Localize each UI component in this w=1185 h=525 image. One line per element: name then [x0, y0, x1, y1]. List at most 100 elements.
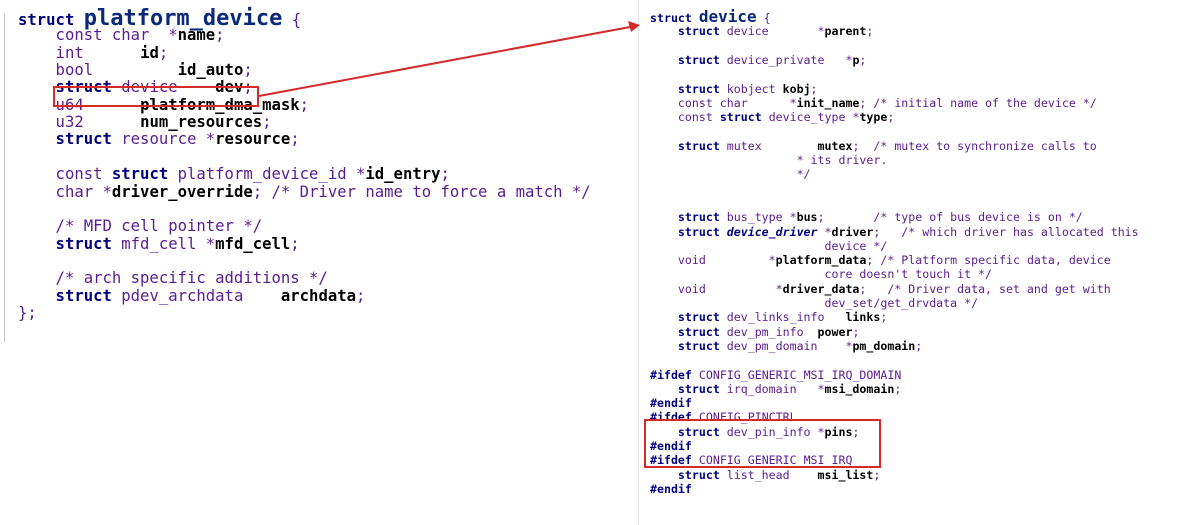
code-line: device */ [650, 239, 888, 253]
code-token: #endif [650, 439, 692, 453]
code-token: ; /* Driver name to force a match */ [252, 182, 591, 201]
code-token: mutex [726, 138, 818, 153]
code-line: /* MFD cell pointer */ [18, 218, 263, 235]
code-token: msi_list [817, 467, 874, 482]
code-token: ; [243, 61, 253, 80]
code-token: char [18, 182, 103, 201]
code-line: struct list_head msi_list; [650, 468, 880, 482]
code-token: device [726, 24, 818, 39]
code-token: bool [18, 61, 178, 80]
code-token: ; [158, 43, 169, 62]
code-token: ; [356, 286, 366, 305]
code-token: ; /* initial name of the device */ [859, 95, 1097, 110]
code-line: struct platform_device { [18, 8, 302, 30]
code-token: dev_pm_info [726, 324, 818, 339]
code-line: #ifdef CONFIG_GENERIC_MSI_IRQ [650, 453, 852, 467]
code-token: mfd_cell [215, 234, 291, 253]
code-token: CONFIG_GENERIC_MSI_IRQ_DOMAIN [698, 367, 902, 382]
code-line: }; [18, 303, 37, 322]
code-token: void [650, 281, 776, 296]
code-line: #endif [650, 396, 692, 410]
code-token: ; [852, 424, 860, 439]
code-line: void *driver_data; /* Driver data, set a… [650, 282, 1111, 296]
code-token: struct [18, 11, 84, 29]
code-line: struct kobject kobj; [650, 82, 818, 96]
code-line: const char *init_name; /* initial name o… [650, 96, 1097, 110]
code-token: * [817, 381, 825, 396]
code-token: ; [262, 113, 272, 132]
code-token: }; [18, 303, 37, 322]
code-token: id_auto [177, 61, 244, 80]
code-token: mutex [817, 138, 853, 153]
right-code-panel: struct device { struct device *parent; s… [638, 0, 1185, 525]
code-token: * [205, 234, 216, 253]
code-token: struct [650, 381, 727, 396]
code-token: mfd_cell [121, 234, 206, 253]
code-line: struct bus_type *bus; /* type of bus dev… [650, 210, 1083, 224]
code-token: u32 [18, 113, 141, 132]
code-line: int id; [18, 43, 169, 62]
code-token: struct [18, 234, 122, 253]
code-token: pins [824, 424, 853, 439]
code-line: struct irq_domain *msi_domain; [650, 382, 901, 396]
code-line: #ifdef CONFIG_GENERIC_MSI_IRQ_DOMAIN [650, 368, 901, 382]
code-token: * [845, 338, 853, 353]
code-token: struct [650, 467, 727, 482]
code-token: device_type [768, 110, 853, 125]
code-token: num_resources [140, 113, 263, 132]
code-token: resource [215, 130, 291, 149]
code-token: list_head [726, 467, 818, 482]
code-token: ; [215, 26, 225, 45]
code-token: struct [111, 165, 178, 184]
code-token: struct [650, 11, 699, 25]
code-token: driver_override [111, 182, 253, 201]
code-token: bus [796, 210, 818, 225]
code-token: struct [650, 338, 727, 353]
code-token: ; [880, 310, 888, 325]
code-token: resource [121, 130, 206, 149]
code-token: * its driver. [650, 153, 888, 167]
code-line: bool id_auto; [18, 62, 253, 79]
code-line: /* arch specific additions */ [18, 270, 328, 287]
code-token: * [789, 210, 797, 225]
code-token: ; /* Driver data, set and get with [859, 281, 1111, 296]
code-token: int [18, 43, 141, 62]
code-token: ; /* which driver has allocated this [873, 224, 1139, 239]
code-token: dev_pin_info [726, 424, 818, 439]
code-token: pm_domain [852, 338, 916, 353]
code-line: struct device_driver *driver; /* which d… [650, 225, 1139, 239]
code-token: init_name [796, 95, 860, 110]
code-token: ; [866, 24, 874, 39]
code-token: const [18, 165, 112, 184]
code-token: name [177, 26, 216, 45]
code-token: * [789, 95, 797, 110]
code-token: ; [299, 95, 310, 114]
code-token: ; [859, 52, 867, 67]
code-token: struct [650, 24, 727, 39]
code-line: void *platform_data; /* Platform specifi… [650, 253, 1111, 267]
code-token: struct [650, 52, 727, 67]
code-token: struct [650, 324, 727, 339]
code-token: * [775, 281, 783, 296]
code-line: const char *name; [18, 27, 225, 44]
code-token: u64 [18, 95, 141, 114]
code-token: links [845, 310, 881, 325]
code-token: ; [440, 165, 450, 184]
code-line: #endif [650, 439, 692, 453]
code-token: * [102, 182, 112, 201]
code-token: driver_data [782, 281, 860, 296]
code-token: ; [290, 234, 300, 253]
code-token: * [817, 24, 825, 39]
code-token: kobj [782, 81, 811, 96]
dev-member-highlight [53, 86, 259, 107]
code-line: */ [650, 167, 811, 181]
code-token: ; /* mutex to synchronize calls to [852, 138, 1097, 153]
code-token: bus_type [726, 210, 790, 225]
code-token: platform_dma_mask [140, 95, 300, 114]
code-token: * [845, 52, 853, 67]
code-line: struct pdev_archdata archdata; [18, 286, 366, 305]
code-token: id [140, 43, 159, 62]
pinctrl-block-highlight [644, 419, 881, 468]
code-token: ; [894, 381, 902, 396]
code-token: { [282, 11, 302, 29]
